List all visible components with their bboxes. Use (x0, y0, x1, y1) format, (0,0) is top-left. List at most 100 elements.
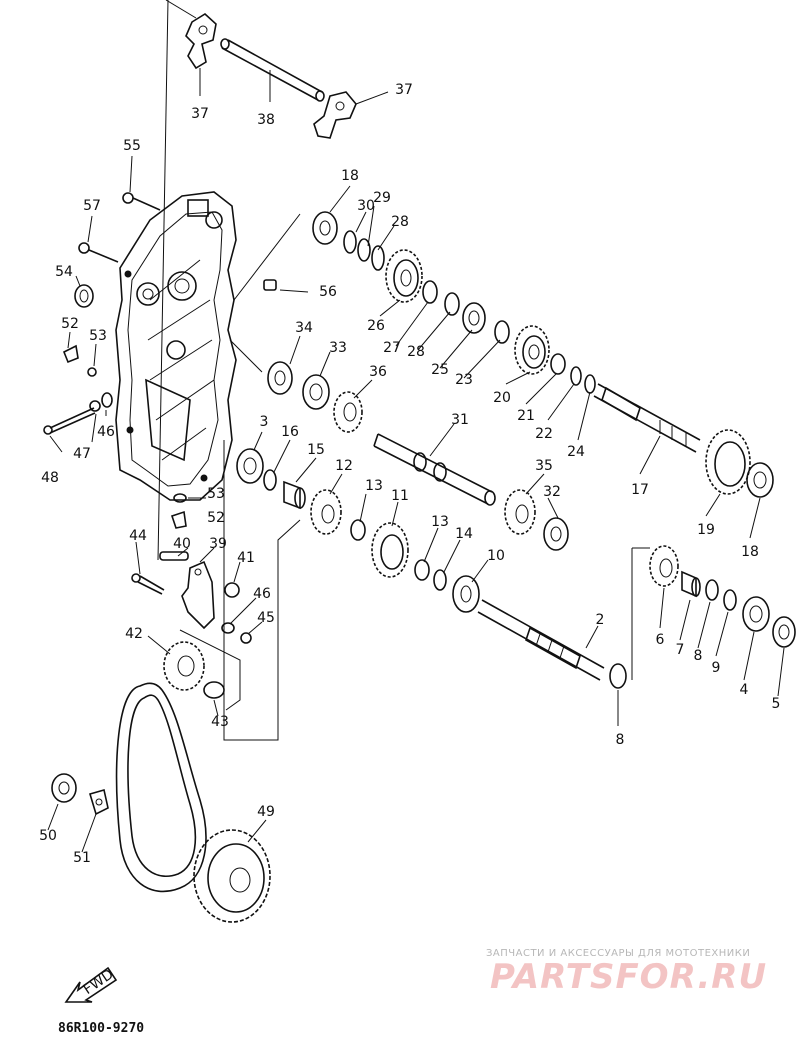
collar-43 (203, 681, 225, 699)
part-label-50: 50 (39, 828, 57, 844)
bearing-4 (742, 596, 770, 632)
part-label-31: 31 (451, 412, 469, 428)
part-label-35: 35 (535, 458, 553, 474)
part-label-28b: 28 (407, 344, 425, 360)
part-label-6: 6 (656, 632, 665, 648)
seal-46-upper (101, 392, 113, 408)
gear-26 (385, 249, 423, 303)
washer-22 (570, 366, 582, 386)
gear-12 (310, 489, 342, 535)
seal-16 (263, 469, 277, 491)
part-label-24: 24 (567, 444, 585, 460)
bearing-33 (302, 374, 330, 410)
washer-53-lower (173, 493, 187, 503)
part-label-11: 11 (391, 488, 409, 504)
bearing-3 (236, 448, 264, 484)
bearing-18-lower (746, 462, 774, 498)
part-label-2: 2 (596, 612, 605, 628)
part-label-57: 57 (83, 198, 101, 214)
part-label-27: 27 (383, 340, 401, 356)
shift-fork-guide-bar (220, 38, 325, 102)
part-label-30: 30 (357, 198, 375, 214)
part-label-28a: 28 (391, 214, 409, 230)
part-label-18b: 18 (741, 544, 759, 560)
part-label-18a: 18 (341, 168, 359, 184)
part-label-52b: 52 (207, 510, 225, 526)
diagram-code: 86R100-9270 (58, 1021, 144, 1036)
part-label-19: 19 (697, 522, 715, 538)
gear-11 (371, 522, 409, 578)
part-label-37a: 37 (191, 106, 209, 122)
bushing-13-upper (350, 519, 366, 541)
shift-fork-upper-right (313, 91, 357, 139)
part-label-43: 43 (211, 714, 229, 730)
part-label-12: 12 (335, 458, 353, 474)
lock-washer-51 (89, 788, 109, 816)
seal-5 (772, 616, 796, 648)
plug-56 (263, 279, 277, 291)
collar-15 (283, 480, 306, 510)
part-label-8b: 8 (616, 732, 625, 748)
part-label-33: 33 (329, 340, 347, 356)
circlip-9 (723, 589, 737, 611)
part-label-3: 3 (260, 414, 269, 430)
bushing-21 (550, 353, 566, 375)
plug-54 (74, 284, 94, 308)
part-label-14: 14 (455, 526, 473, 542)
bolt-48 (43, 407, 96, 435)
bolt-57 (78, 242, 119, 263)
part-label-53a: 53 (89, 328, 107, 344)
part-label-34: 34 (295, 320, 313, 336)
part-label-48: 48 (41, 470, 59, 486)
washer-53-upper (87, 367, 97, 377)
washer-47 (89, 400, 101, 412)
bolt-55 (122, 192, 161, 211)
part-label-56: 56 (319, 284, 337, 300)
part-label-40: 40 (173, 536, 191, 552)
part-label-16: 16 (281, 424, 299, 440)
bearing-34 (267, 361, 293, 395)
gear-20 (514, 325, 550, 375)
part-label-42: 42 (125, 626, 143, 642)
part-label-47: 47 (73, 446, 91, 462)
part-label-13b: 13 (431, 514, 449, 530)
part-label-53b: 53 (207, 486, 225, 502)
part-label-54: 54 (55, 264, 73, 280)
washer-23 (494, 320, 510, 344)
main-axle-2 (477, 599, 605, 681)
bushing-7 (681, 570, 701, 598)
part-label-37b: 37 (395, 82, 413, 98)
part-label-7: 7 (676, 642, 685, 658)
part-label-46a: 46 (97, 424, 115, 440)
bolt-44 (131, 573, 165, 595)
part-label-45: 45 (257, 610, 275, 626)
shift-lever-39 (181, 560, 215, 630)
driven-sprocket-49 (193, 829, 271, 923)
washer-8-lower (609, 663, 627, 689)
watermark-logo: PARTSFOR.RU (490, 957, 767, 997)
screw-52-upper (62, 344, 79, 364)
washer-14 (433, 569, 447, 591)
part-label-8a: 8 (694, 648, 703, 664)
part-label-20: 20 (493, 390, 511, 406)
part-label-15: 15 (307, 442, 325, 458)
washers-30-29-28 (343, 230, 385, 271)
part-label-52a: 52 (61, 316, 79, 332)
part-label-38: 38 (257, 112, 275, 128)
shift-fork-upper-left (185, 13, 217, 70)
gear-36 (333, 391, 363, 433)
part-label-32: 32 (543, 484, 561, 500)
sprocket-42 (163, 641, 205, 691)
bearing-18-upper (312, 211, 338, 245)
part-label-21: 21 (517, 408, 535, 424)
nut-50 (51, 773, 77, 803)
fwd-label: FWD (81, 966, 117, 998)
part-label-41: 41 (237, 550, 255, 566)
nut-41 (224, 582, 240, 598)
countershaft-17 (593, 383, 701, 453)
drive-chain (115, 682, 207, 893)
washer-28-lower (444, 292, 460, 316)
shaft-31 (373, 433, 496, 506)
